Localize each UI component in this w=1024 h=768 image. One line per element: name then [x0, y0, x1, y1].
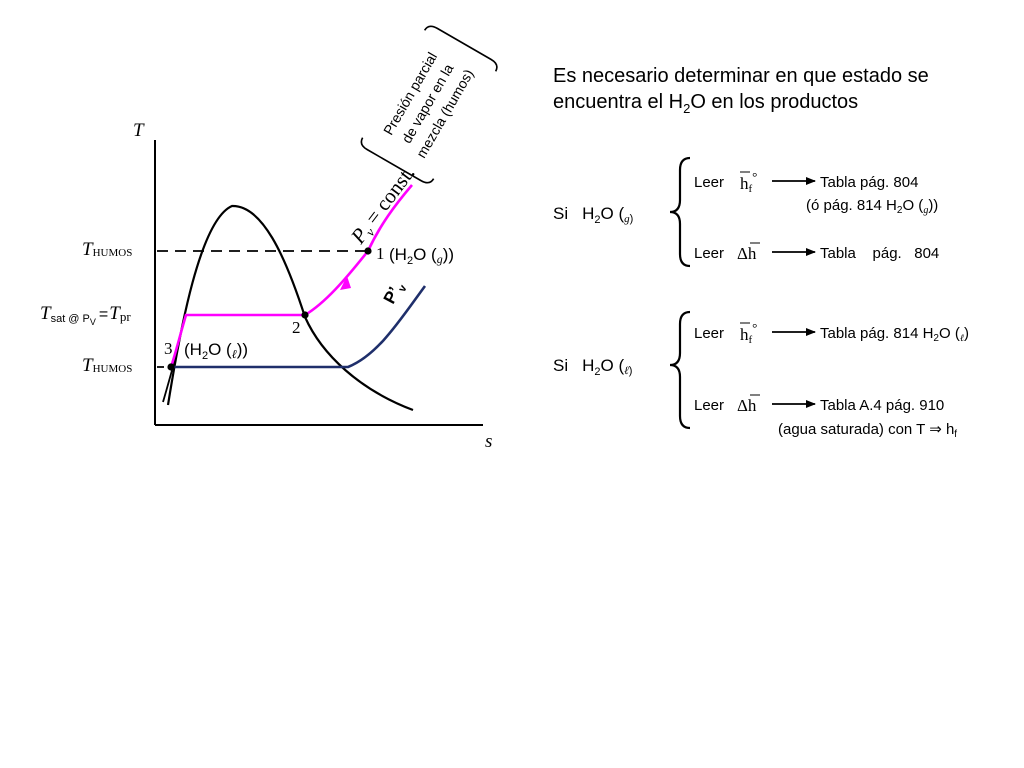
case-liquid-leer-1: Leer — [694, 325, 724, 342]
t-axis-label: T — [133, 120, 145, 141]
liquid-state-label: (H2O (ℓ)) — [184, 340, 248, 362]
state-point-1 — [364, 247, 372, 255]
vapor-state-label: (H2O (g)) — [389, 245, 454, 267]
state-point-2-label: 2 — [292, 318, 301, 337]
case-gas-target-1: Tabla pág. 804 — [820, 174, 918, 191]
heading-line-2: encuentra el H2O en los productos — [553, 91, 858, 116]
state-point-1-label: 1 — [376, 244, 385, 263]
case-gas-leer-1: Leer — [694, 174, 724, 191]
case-liquid-target-2: Tabla A.4 pág. 910 — [820, 397, 944, 414]
liquid-branch-line — [162, 355, 177, 403]
heading-line-1: Es necesario determinar en que estado se — [553, 65, 929, 87]
partial-pressure-annotation: Presión parcial de vapor en la mezcla (h… — [360, 25, 498, 184]
case-gas-alternative: (ó pág. 814 H2O (g)) — [806, 197, 938, 216]
case-liquid-brace — [669, 310, 691, 430]
t-humos-label-lower: THUMOS — [82, 355, 132, 376]
heading: Es necesario determinar en que estado se… — [553, 65, 929, 116]
case-liquid-delta-h-symbol: Δh — [737, 396, 757, 415]
t-sat-label: Tsat @ PV=Tpr — [40, 303, 131, 327]
t-humos-label-upper: THUMOS — [82, 239, 132, 260]
annotation-bracket — [360, 25, 498, 184]
case-gas-leer-2: Leer — [694, 245, 724, 262]
pv-prime-label: P’v — [380, 278, 410, 309]
pv-prime-isobar — [171, 285, 427, 369]
vapor-process-arrow — [340, 276, 351, 290]
s-axis-label: s — [485, 431, 492, 452]
case-gas-hf-symbol: hf° — [740, 169, 757, 195]
case-gas-delta-h-symbol: Δh — [737, 244, 757, 263]
state-point-2 — [301, 311, 309, 319]
state-point-3 — [167, 363, 175, 371]
vapor-process-line — [169, 184, 413, 368]
case-liquid-hf-symbol: hf° — [740, 320, 757, 346]
case-gas-target-2: Tabla pág. 804 — [820, 245, 939, 262]
case-gas-brace — [669, 156, 691, 268]
case-liquid-leer-2: Leer — [694, 397, 724, 414]
case-liquid-target-1: Tabla pág. 814 H2O (ℓ) — [820, 325, 969, 344]
state-point-3-label: 3 — [164, 339, 173, 358]
ts-diagram: T s 1 2 3 (H2O (g)) (H2O (ℓ)) THUMOS Tsa… — [40, 25, 498, 452]
case-liquid-note: (agua saturada) con T ⇒ hf — [778, 421, 957, 440]
